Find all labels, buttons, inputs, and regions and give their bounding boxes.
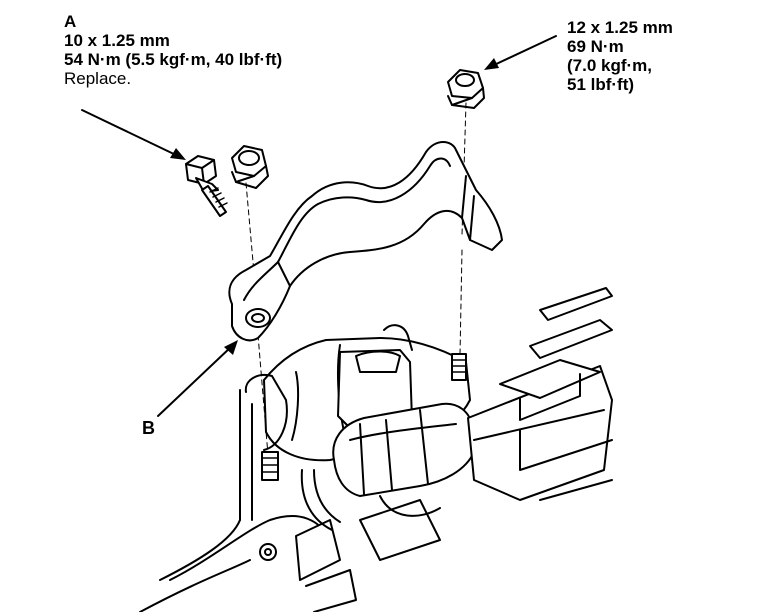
leader-arrows [81,35,557,417]
mount-stud-right [451,353,467,381]
mount-hose [300,469,441,531]
callout-b-letter: B [142,418,155,438]
callout-right-size: 12 x 1.25 mm [567,18,673,37]
flange-nut-right [447,69,485,109]
callout-right-nut-spec: 12 x 1.25 mm 69 N·m (7.0 kgf·m, 51 lbf·f… [567,18,673,94]
callout-right-torque-2: (7.0 kgf·m, [567,56,653,75]
mount-bracket-b [228,141,503,342]
flange-bolt-a [185,155,228,217]
callout-a-torque: 54 N·m (5.5 kgf·m, 40 lbf·ft) [64,50,283,69]
engine-side-panel [519,429,613,501]
callout-a-bolt-spec: A 10 x 1.25 mm 54 N·m (5.5 kgf·m, 40 lbf… [64,12,282,88]
arrow-to-bolt-a [81,109,186,160]
callout-right-torque-3: 51 lbf·ft) [567,75,635,94]
callout-a-size: 10 x 1.25 mm [64,31,170,50]
callout-a-note: Replace. [64,69,132,88]
mount-stud-left [261,451,279,481]
flange-nut-left [231,145,269,189]
arrow-to-nut-right [484,35,557,70]
arrow-to-bracket-b [157,340,238,417]
callout-a-letter: A [64,12,77,31]
connector-housing [467,287,613,501]
callout-right-torque-1: 69 N·m [567,37,624,56]
